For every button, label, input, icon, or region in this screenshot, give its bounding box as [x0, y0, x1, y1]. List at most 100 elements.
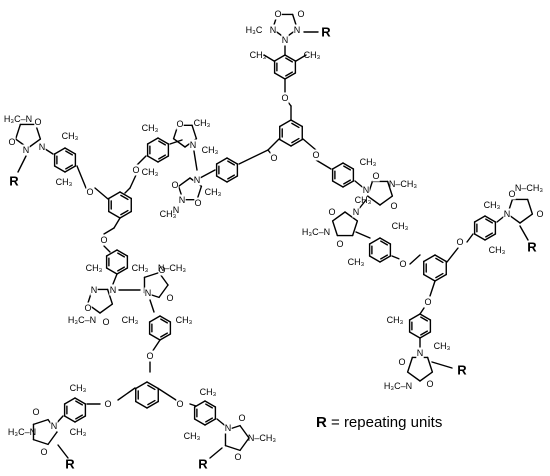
atom-background — [34, 116, 42, 128]
bond — [105, 267, 118, 275]
r-group-label: R — [321, 25, 331, 40]
methyl-label: CH₃ — [348, 257, 365, 267]
oxygen-atom: O — [328, 207, 335, 217]
bond — [290, 119, 303, 128]
bond — [146, 155, 159, 163]
atom-background — [90, 284, 98, 296]
bond — [519, 213, 534, 224]
bond — [74, 415, 87, 423]
bond — [526, 198, 534, 215]
oxygen-atom: O — [132, 165, 139, 175]
methyl-label: CH₃ — [70, 383, 87, 393]
bond — [434, 254, 447, 263]
nitrogen-atom: N — [173, 205, 180, 215]
bond — [209, 447, 223, 459]
bond — [273, 54, 286, 62]
atom-background — [189, 139, 197, 151]
bond — [149, 299, 155, 313]
bond — [484, 215, 497, 223]
bond — [406, 356, 414, 373]
methyl-label: CH₃ — [184, 431, 201, 441]
nitrogen-atom: N — [353, 207, 360, 217]
bond — [344, 211, 359, 222]
nitrogen-atom: N — [363, 185, 370, 195]
oxygen-atom: O — [297, 9, 304, 19]
atom-background — [86, 186, 94, 198]
atom-background — [508, 188, 516, 200]
r-group-label: R — [9, 174, 19, 189]
atom-background — [234, 451, 242, 463]
bond — [116, 249, 129, 257]
atom-background — [193, 174, 201, 186]
bond — [159, 315, 172, 323]
bond — [17, 155, 27, 173]
bond — [146, 381, 159, 390]
oxygen-atom: O — [281, 93, 288, 103]
methyl-label: H₃C–N — [8, 427, 36, 437]
oxygen-atom: O — [166, 293, 173, 303]
methyl-label: N–CH₃ — [515, 183, 544, 193]
bond — [302, 138, 317, 151]
nitrogen-atom: N — [504, 209, 511, 219]
methyl-label: CH₃ — [194, 118, 211, 128]
bond — [157, 137, 170, 145]
methyl-label: CH₃ — [392, 221, 409, 231]
methyl-label: H₃C–N — [68, 315, 96, 325]
bond — [366, 195, 381, 206]
oxygen-atom: O — [336, 239, 343, 249]
bond — [99, 303, 114, 314]
methyl-label: CH₃ — [434, 341, 451, 351]
atom-background — [38, 141, 46, 153]
bond — [158, 388, 177, 401]
atom-background — [456, 236, 464, 248]
atom-background — [40, 446, 48, 458]
methyl-label: CH₃ — [62, 131, 79, 141]
oxygen-atom: O — [194, 198, 201, 208]
methyl-label: N–CH₃ — [389, 179, 418, 189]
methyl-label: CH₃ — [360, 157, 377, 167]
bond — [204, 400, 217, 408]
bond — [419, 331, 432, 339]
oxygen-atom: O — [34, 117, 41, 127]
bond — [342, 180, 355, 188]
nitrogen-atom: N — [51, 421, 58, 431]
nitrogen-atom: N — [417, 348, 424, 358]
atom-background — [274, 8, 282, 20]
oxygen-atom: O — [312, 150, 319, 160]
bond — [379, 195, 394, 206]
oxygen-atom: O — [398, 357, 405, 367]
oxygen-atom: O — [399, 259, 406, 269]
bond — [189, 403, 197, 407]
atom-background — [100, 234, 108, 246]
oxygen-atom: O — [536, 209, 543, 219]
bond — [106, 288, 114, 305]
oxygen-atom: O — [40, 447, 47, 457]
atom-background — [297, 8, 305, 20]
atom-background — [390, 200, 398, 212]
bond — [63, 415, 76, 423]
methyl-label: CH₃ — [122, 315, 139, 325]
atom-background — [270, 152, 278, 164]
bond-network — [14, 13, 534, 459]
bond — [435, 257, 444, 264]
atom-background — [328, 206, 336, 218]
oxygen-atom: O — [158, 265, 165, 275]
methyl-label: CH₃ — [489, 245, 506, 255]
bond — [159, 333, 172, 341]
bond — [177, 177, 191, 187]
atom-background — [503, 208, 511, 220]
methyl-label: CH₃ — [304, 50, 321, 60]
bond — [148, 333, 161, 341]
bond — [473, 233, 486, 241]
bond — [273, 72, 286, 80]
oxygen-atom: O — [146, 351, 153, 361]
bond — [135, 400, 148, 409]
legend-r-symbol: R — [316, 414, 327, 431]
oxygen-atom: O — [32, 407, 39, 417]
atom-background — [146, 350, 154, 362]
bond — [75, 414, 83, 420]
bond — [205, 403, 213, 409]
bond — [108, 210, 121, 219]
atom-background — [194, 197, 202, 209]
